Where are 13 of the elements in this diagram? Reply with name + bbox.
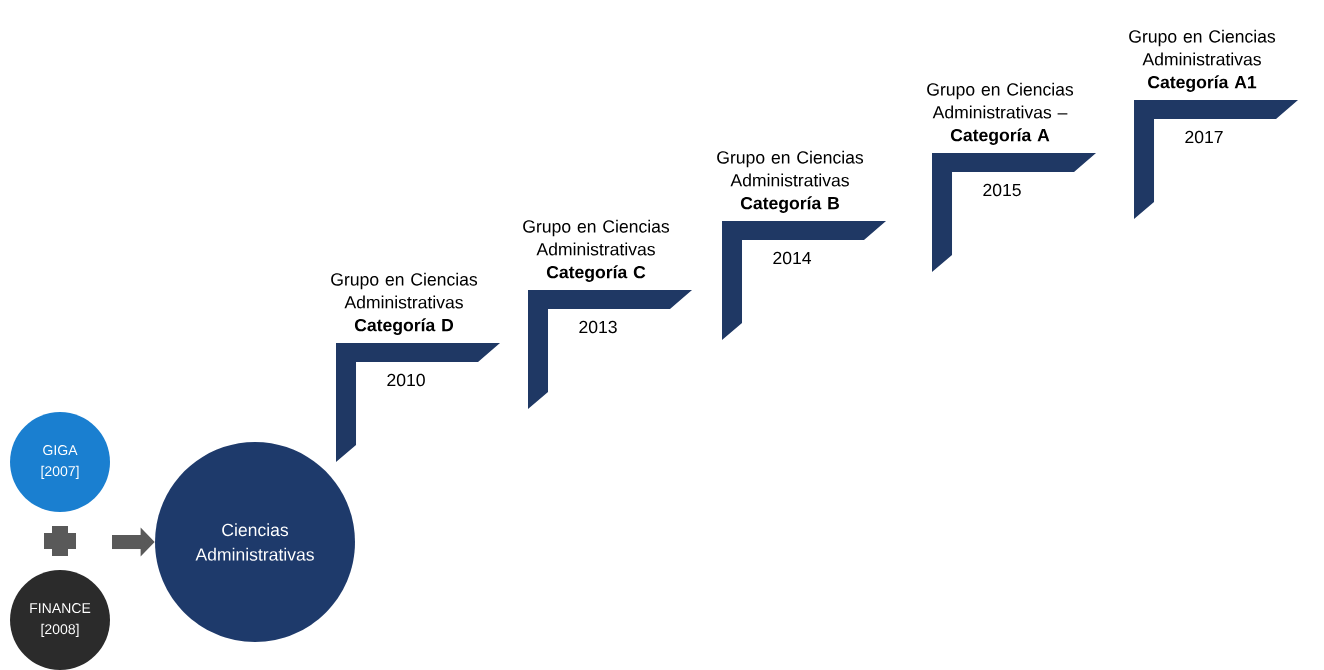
year-label: 2013 xyxy=(579,320,617,334)
circle-node: FINANCE [2008] xyxy=(10,570,110,670)
step-heading: Grupo en Ciencias Administrativas Categoría D xyxy=(331,272,478,335)
step-heading: Grupo en Ciencias Administrativas Categoría A1 xyxy=(1129,29,1276,92)
step-heading: Grupo en Ciencias Administrativas Categoría B xyxy=(717,150,864,213)
year-label: 2017 xyxy=(1185,130,1223,144)
circle-node: GIGA [2007] xyxy=(10,412,110,512)
year-label: 2015 xyxy=(983,183,1021,197)
circle-node: Ciencias Administrativas xyxy=(155,442,355,642)
step-heading: Grupo en Ciencias Administrativas – Categoría A xyxy=(927,82,1074,145)
year-label: 2014 xyxy=(773,251,812,265)
year-label: 2010 xyxy=(387,373,425,387)
step-heading: Grupo en Ciencias Administrativas Categoría C xyxy=(523,219,670,282)
